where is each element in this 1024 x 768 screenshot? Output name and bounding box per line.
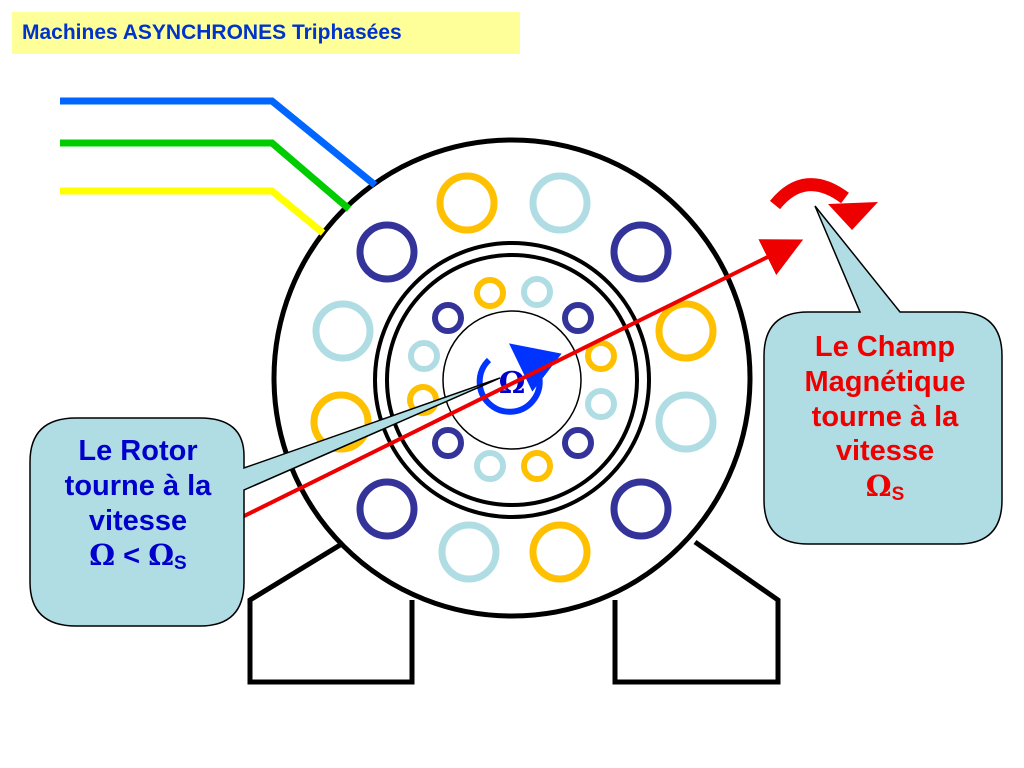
motor-feet: [247, 539, 781, 685]
rotor-coil: [585, 340, 617, 372]
formula-omega-s: Ω: [148, 538, 175, 573]
rotor-coil: [521, 450, 553, 482]
stator-coil: [356, 221, 418, 283]
stator-coil: [438, 521, 500, 583]
stator-coil: [310, 391, 372, 453]
rotor-callout-line: Le Rotor: [78, 435, 198, 467]
rotor-coil: [474, 450, 506, 482]
rotor-speed-formula: Ω < ΩS: [36, 538, 240, 576]
field-callout-line: Le Champ: [814, 331, 956, 363]
formula-subscript: S: [891, 484, 905, 506]
field-rotation-icon: [769, 178, 878, 230]
right-foot: [612, 539, 781, 685]
stator-coil: [312, 300, 374, 362]
field-callout-bubble: [763, 205, 1003, 545]
phase-wire-blue: [60, 97, 378, 188]
magnetic-field-arrow: [227, 239, 804, 526]
field-callout-line: Magnétique: [804, 365, 966, 398]
formula-subscript: S: [174, 553, 187, 575]
rotor-callout-line: vitesse: [88, 504, 188, 537]
stator-coil: [610, 478, 672, 540]
stator-coil: [529, 521, 591, 583]
field-speed-formula: ΩS: [768, 469, 1002, 507]
rotor-coil: [521, 276, 553, 308]
stator-coil: [529, 172, 591, 234]
stator-coils: [310, 172, 717, 583]
rotor-coils: [407, 276, 617, 482]
title-banner: Machines ASYNCHRONES Triphasées: [12, 12, 520, 54]
formula-operator: <: [115, 540, 149, 573]
field-callout-line: tourne à la: [811, 400, 959, 433]
rotor-coil: [408, 340, 440, 372]
phase-wire-yellow: [60, 187, 326, 236]
rotor-coil: [474, 277, 506, 309]
stator-coil: [655, 300, 717, 362]
rotor-coil: [562, 302, 594, 334]
formula-omega: Ω: [89, 538, 116, 573]
rotor-coil: [585, 388, 617, 420]
stator-coil: [610, 221, 672, 283]
rotor-coil: [432, 427, 464, 459]
rotor-rotation-arrow: [476, 343, 562, 415]
rotor-coil: [432, 302, 464, 334]
field-callout-line: vitesse: [835, 435, 935, 468]
stator-coil: [356, 478, 418, 540]
formula-omega-s: Ω: [865, 469, 892, 504]
field-callout-text: Le Champ Magnétique tourne à la vitesse …: [768, 330, 1002, 507]
rotor-callout-bubble: [29, 377, 501, 627]
phase-wire-green: [60, 139, 352, 212]
left-foot: [247, 539, 415, 685]
three-phase-wires: [60, 97, 378, 236]
stator-coil: [655, 391, 717, 453]
rotor-callout-line: tourne à la: [64, 469, 212, 502]
stator-bore-ring: [373, 241, 651, 519]
page-title: Machines ASYNCHRONES Triphasées: [22, 21, 402, 44]
rotor-coil: [562, 427, 594, 459]
stator-coil: [436, 172, 498, 234]
rotor-callout-text: Le Rotor tourne à la vitesse Ω < ΩS: [36, 434, 240, 576]
